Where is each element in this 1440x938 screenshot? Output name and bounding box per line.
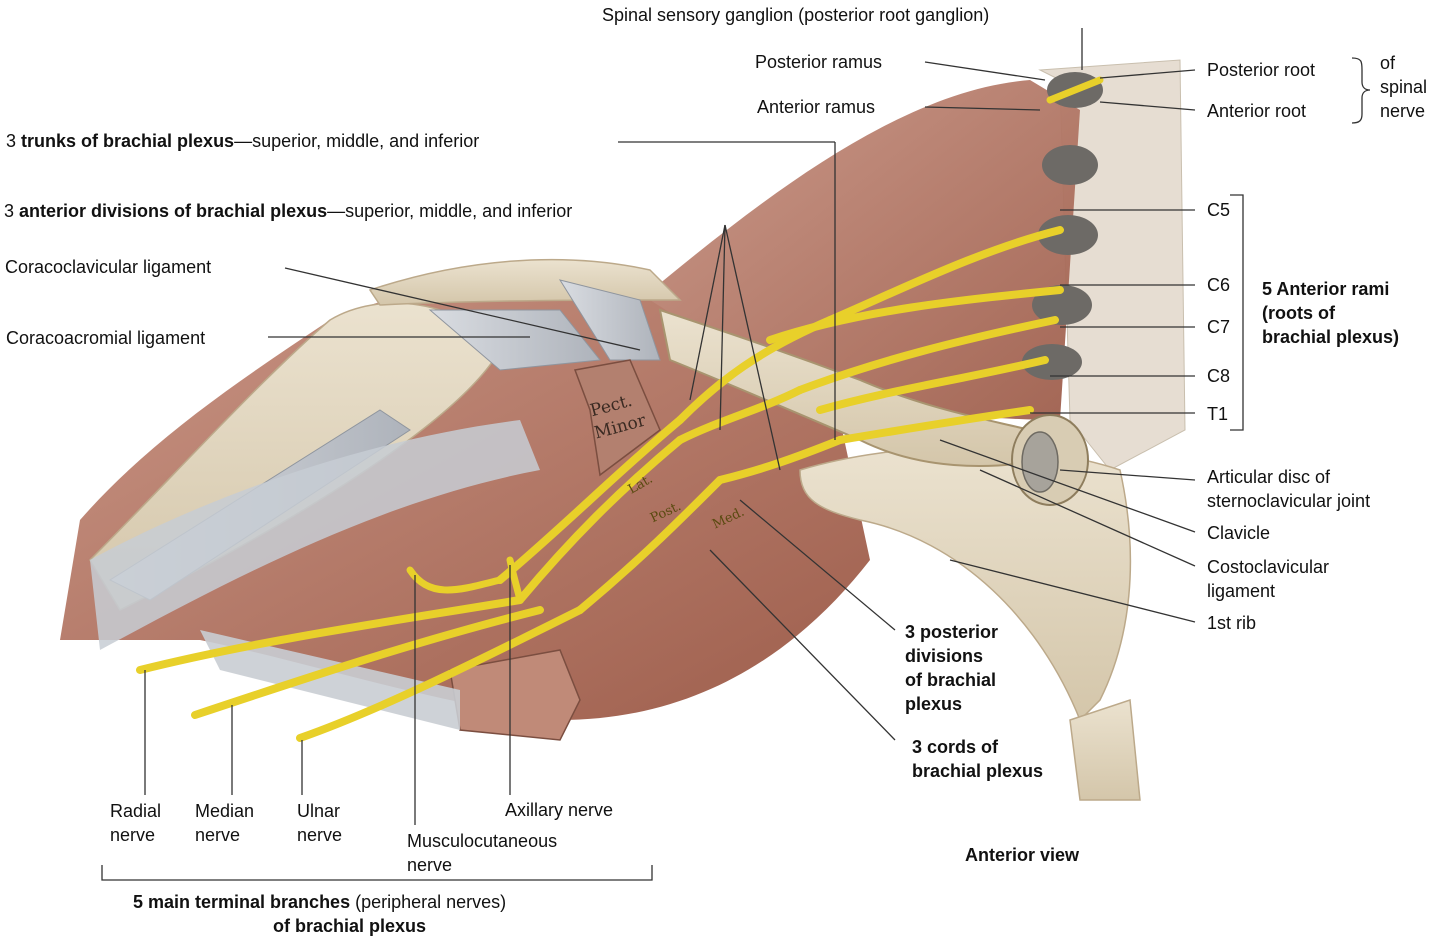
coracoclavicular-ligament-shape: [558, 279, 661, 361]
label-of-spinal-nerve-3: nerve: [1380, 101, 1426, 121]
t1-root: [836, 406, 1034, 444]
label-median-nerve-2: nerve: [195, 825, 241, 845]
label-ulnar-nerve-2: nerve: [297, 825, 343, 845]
label-musculocutaneous-2: nerve: [407, 855, 453, 875]
label-posterior-root: Posterior root: [1207, 60, 1316, 80]
lateral-cord: [496, 416, 684, 584]
median-nerve-path: [191, 606, 544, 719]
label-cords-1: 3 cords of: [912, 737, 999, 757]
label-posterior-divisions-2: divisions: [905, 646, 984, 666]
label-median-nerve-1: Median: [195, 801, 255, 821]
label-c8: C8: [1207, 366, 1231, 386]
c5-root: [826, 226, 1064, 324]
label-posterior-divisions-4: plexus: [905, 694, 963, 714]
label-anterior-rami-2: (roots of: [1262, 303, 1335, 323]
label-ulnar-nerve-1: Ulnar: [297, 801, 341, 821]
label-of-spinal-nerve-1: of: [1380, 53, 1396, 73]
label-anterior-root: Anterior root: [1207, 101, 1307, 121]
label-axillary-nerve: Axillary nerve: [505, 800, 614, 820]
label-c6: C6: [1207, 275, 1231, 295]
cut-tendon-lower: [200, 630, 460, 730]
label-terminal-branches-2: of brachial plexus: [273, 916, 427, 936]
label-c5: C5: [1207, 200, 1231, 220]
label-articular-disc-1: Articular disc of: [1207, 467, 1331, 487]
label-first-rib: 1st rib: [1207, 613, 1257, 633]
label-posterior-divisions-3: of brachial: [905, 670, 997, 690]
posterior-root-nerve: [1046, 76, 1104, 104]
label-radial-nerve-1: Radial: [110, 801, 162, 821]
medial-cord: [576, 476, 724, 614]
posterior-cord: [516, 436, 684, 604]
label-anterior-ramus: Anterior ramus: [757, 97, 876, 117]
label-clavicle: Clavicle: [1207, 523, 1271, 543]
axillary-nerve-path: [506, 556, 524, 604]
c7-root: [796, 316, 1059, 394]
label-coracoclavicular-ligament: Coracoclavicular ligament: [5, 257, 212, 277]
label-costoclavicular-1: Costoclavicular: [1207, 557, 1330, 577]
brackets: [101, 57, 1371, 881]
label-posterior-divisions-1: 3 posterior: [905, 622, 999, 642]
radial-nerve-path: [136, 596, 524, 674]
leader-lines: [144, 28, 1196, 825]
label-coracoacromial-ligament: Coracoacromial ligament: [6, 328, 206, 348]
label-articular-disc-2: sternoclavicular joint: [1207, 491, 1371, 511]
pectoralis-minor-muscle: [573, 359, 661, 477]
sternum-bone: [1069, 698, 1141, 801]
label-musculocutaneous-1: Musculocutaneous: [407, 831, 558, 851]
c8-root: [816, 356, 1049, 414]
nerves: [136, 76, 1104, 742]
label-radial-nerve-2: nerve: [110, 825, 156, 845]
label-anterior-divisions: 3 anterior divisions of brachial plexus—…: [4, 201, 573, 221]
label-t1: T1: [1207, 404, 1229, 424]
label-anterior-view: Anterior view: [965, 845, 1080, 865]
label-spinal-sensory-ganglion: Spinal sensory ganglion (posterior root …: [602, 5, 990, 25]
ulnar-nerve-path: [296, 606, 584, 742]
arm-fascia: [90, 420, 540, 650]
label-costoclavicular-2: ligament: [1207, 581, 1276, 601]
label-terminal-branches: 5 main terminal branches (peripheral ner…: [133, 892, 507, 912]
middle-trunk: [676, 386, 804, 444]
label-of-spinal-nerve-2: spinal: [1380, 77, 1428, 97]
lower-trunk: [716, 436, 844, 484]
label-cords-2: brachial plexus: [912, 761, 1044, 781]
label-c7: C7: [1207, 317, 1231, 337]
label-posterior-ramus: Posterior ramus: [755, 52, 883, 72]
label-anterior-rami-1: 5 Anterior rami: [1262, 279, 1390, 299]
label-trunks: 3 trunks of brachial plexus—superior, mi…: [6, 131, 480, 151]
coracoacromial-ligament-shape: [428, 309, 601, 371]
musculocutaneous-nerve-path: [406, 566, 504, 594]
label-anterior-rami-3: brachial plexus): [1262, 327, 1400, 347]
upper-trunk: [676, 316, 834, 424]
